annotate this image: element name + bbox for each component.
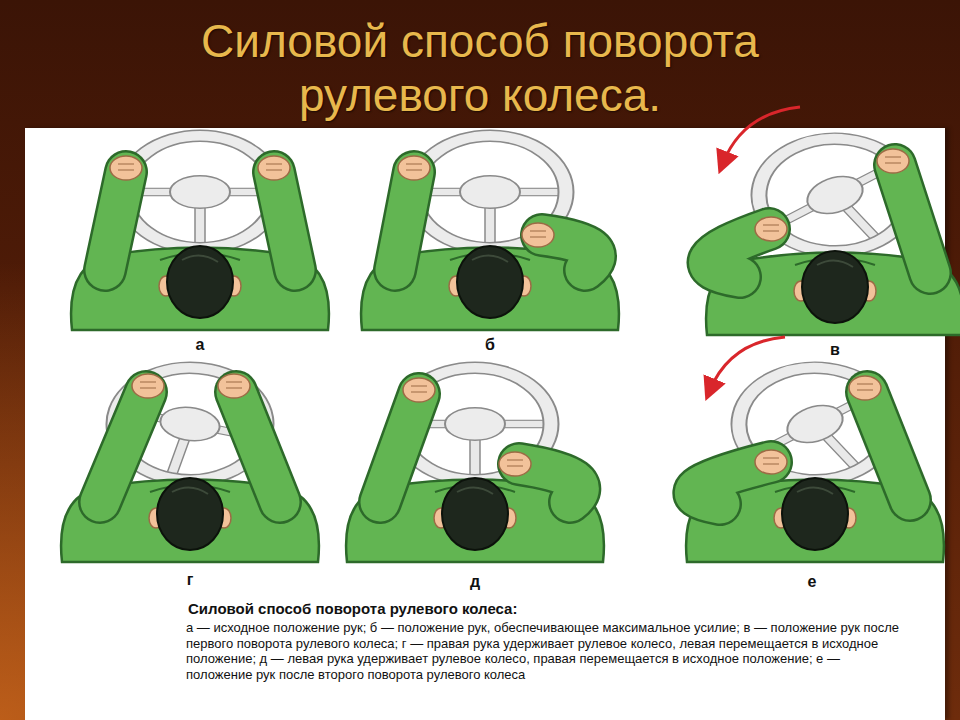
hand: [218, 374, 250, 398]
driver-figure: [346, 368, 604, 562]
head: [774, 478, 856, 550]
figure-letter: б: [475, 336, 505, 354]
slide-title: Силовой способ поворота рулевого колеса.: [130, 14, 830, 122]
steering-wheel: [124, 136, 276, 248]
driver-figure: [61, 355, 319, 562]
hand: [849, 376, 881, 400]
figure-letter: в: [820, 341, 850, 359]
hand: [877, 149, 909, 173]
caption-text: а — исходное положение рук; б — положени…: [186, 620, 908, 682]
figure-letter: г: [175, 571, 205, 589]
figure-letter: д: [460, 573, 490, 591]
hand: [755, 450, 787, 474]
figure-letter: е: [797, 573, 827, 591]
hand: [522, 223, 554, 247]
rotation-arrow: [723, 107, 800, 163]
hand: [755, 217, 787, 241]
driver-figure: [361, 136, 619, 330]
head: [149, 478, 231, 550]
hand: [398, 156, 430, 180]
hand: [132, 374, 164, 398]
head: [794, 251, 876, 323]
head: [449, 246, 531, 318]
head: [159, 246, 241, 318]
hand: [110, 156, 142, 180]
steering-wheel: [414, 136, 566, 248]
hand: [258, 156, 290, 180]
head: [434, 478, 516, 550]
driver-figure: [686, 337, 944, 562]
rotation-arrow: [710, 337, 785, 390]
hand: [403, 378, 435, 402]
hand: [499, 452, 531, 476]
figure-letter: а: [185, 336, 215, 354]
driver-figure: [706, 107, 960, 335]
driver-figure: [71, 136, 329, 330]
caption-heading: Силовой способ поворота рулевого колеса:: [188, 600, 517, 617]
